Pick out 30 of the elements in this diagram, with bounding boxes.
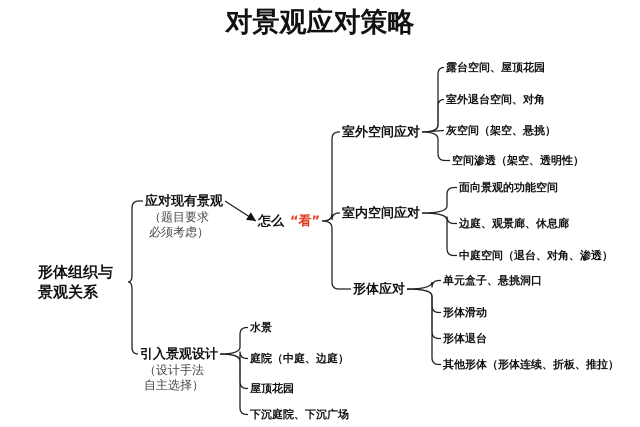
highlight-word: “看” (290, 214, 320, 229)
root-label: 形体组织与景观关系 (38, 262, 126, 302)
leaf-label: 边庭、观景廊、休息廊 (459, 216, 569, 231)
leaf-label: 其他形体（形体连续、折板、推拉） (443, 357, 619, 372)
note-text: （题目要求必须考虑） (149, 210, 210, 240)
leaf-label: 下沉庭院、下沉广场 (250, 407, 349, 422)
brace-line (322, 220, 351, 290)
branch-label: 引入景观设计 (140, 346, 218, 363)
leaf-label: 中庭空间（退台、对角、渗透） (459, 248, 613, 263)
branch-label: 形体应对 (353, 280, 405, 298)
leaf-label: 水景 (250, 320, 272, 335)
note-text: （设计手法自主选择） (144, 363, 205, 393)
branch-label: 应对现有景观 (145, 192, 223, 210)
leaf-label: 露台空间、屋顶花园 (446, 60, 545, 75)
leaf-label: 形体退台 (443, 331, 487, 346)
leaf-label: 屋顶花园 (250, 381, 294, 396)
arrow (224, 200, 256, 222)
leaf-label: 面向景观的功能空间 (459, 180, 558, 195)
title: 对景观应对策略 (224, 6, 416, 40)
brace-line (322, 212, 340, 222)
brace-line (422, 130, 444, 133)
branch-label: 室内空间应对 (342, 204, 420, 222)
question-text: 怎么 (258, 214, 284, 229)
leaf-label: 形体滑动 (443, 305, 487, 320)
leaf-label: 室外退台空间、对角 (446, 92, 545, 107)
leaf-label: 庭院（中庭、边庭） (250, 351, 349, 366)
branch-label: 室外空间应对 (342, 123, 420, 141)
leaf-label: 灰空间（架空、悬挑） (446, 123, 556, 138)
leaf-label: 空间渗透（架空、透明性） (452, 153, 584, 168)
leaf-label: 单元盒子、悬挑洞口 (443, 273, 542, 288)
